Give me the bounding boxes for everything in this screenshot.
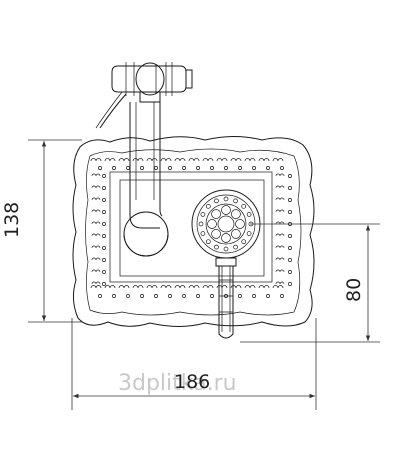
- plate-outer-outline: [72, 136, 315, 327]
- mixer-lever: [215, 257, 237, 339]
- dimension-outlet-label: 80: [343, 278, 365, 302]
- dimension-width-label: 186: [174, 371, 210, 393]
- dimension-width: 186: [71, 318, 317, 410]
- shower-holder-pipe: [123, 102, 169, 257]
- mixer-rosette: [191, 189, 261, 259]
- dimension-outlet: 80: [240, 223, 380, 343]
- watermark-text: 3dplitka.ru: [118, 371, 237, 396]
- inner-frame-outer: [109, 171, 273, 283]
- dimension-height-label: 138: [1, 202, 23, 238]
- ornament-scrolls: [90, 158, 292, 298]
- dimension-height: 138: [1, 139, 82, 323]
- plate-inner-outline: [85, 148, 302, 316]
- hand-shower: [95, 62, 193, 129]
- inner-frame-inner: [119, 179, 265, 277]
